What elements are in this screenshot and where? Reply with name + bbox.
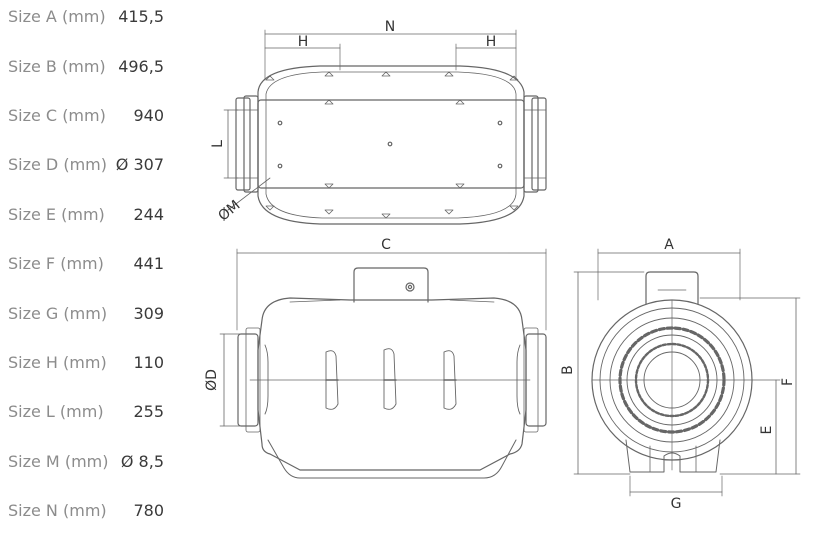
spec-label: Size E (mm) — [8, 204, 105, 224]
technical-drawing: N H H — [204, 19, 801, 512]
spec-value: 441 — [133, 253, 164, 273]
spec-row-g: Size G (mm) 309 — [0, 298, 170, 328]
dim-label-f: F — [780, 378, 796, 386]
spec-value: 496,5 — [118, 56, 164, 76]
spec-row-b: Size B (mm) 496,5 — [0, 51, 170, 81]
spec-value: 415,5 — [118, 6, 164, 26]
dim-label-h-right: H — [486, 34, 497, 50]
spec-value: Ø 8,5 — [120, 451, 164, 471]
spec-row-n: Size N (mm) 780 — [0, 495, 170, 525]
spec-value: 309 — [133, 303, 164, 323]
spec-label: Size B (mm) — [8, 56, 106, 76]
spec-label: Size L (mm) — [8, 401, 104, 421]
dim-label-b: B — [560, 365, 576, 375]
spec-label: Size G (mm) — [8, 303, 108, 323]
spec-row-d: Size D (mm) Ø 307 — [0, 149, 170, 179]
dim-label-c: C — [381, 237, 391, 253]
spec-value: 940 — [133, 105, 164, 125]
spec-label: Size M (mm) — [8, 451, 109, 471]
spec-value: Ø 307 — [115, 154, 164, 174]
spec-row-a: Size A (mm) 415,5 — [0, 1, 170, 31]
spec-label: Size C (mm) — [8, 105, 106, 125]
spec-value: 255 — [133, 401, 164, 421]
top-view: N H H — [210, 19, 547, 225]
spec-row-e: Size E (mm) 244 — [0, 199, 170, 229]
dim-label-g: G — [671, 496, 682, 512]
spec-row-f: Size F (mm) 441 — [0, 248, 170, 278]
dim-label-a: A — [664, 237, 674, 253]
front-view: A B F E — [560, 237, 801, 512]
spec-table: Size A (mm) 415,5 Size B (mm) 496,5 Size… — [0, 0, 180, 539]
spec-label: Size H (mm) — [8, 352, 107, 372]
spec-label: Size N (mm) — [8, 500, 107, 520]
spec-label: Size D (mm) — [8, 154, 107, 174]
spec-row-m: Size M (mm) Ø 8,5 — [0, 446, 170, 476]
spec-value: 780 — [133, 500, 164, 520]
spec-label: Size F (mm) — [8, 253, 104, 273]
spec-value: 244 — [133, 204, 164, 224]
dim-label-n: N — [385, 19, 395, 35]
dim-label-l: L — [210, 140, 226, 148]
spec-row-h: Size H (mm) 110 — [0, 347, 170, 377]
spec-row-l: Size L (mm) 255 — [0, 396, 170, 426]
dim-label-d: ØD — [204, 369, 220, 391]
dim-label-e: E — [759, 426, 775, 435]
spec-label: Size A (mm) — [8, 6, 106, 26]
side-view: C ØD — [204, 237, 547, 479]
spec-row-c: Size C (mm) 940 — [0, 100, 170, 130]
dim-label-h-left: H — [298, 34, 309, 50]
spec-value: 110 — [133, 352, 164, 372]
